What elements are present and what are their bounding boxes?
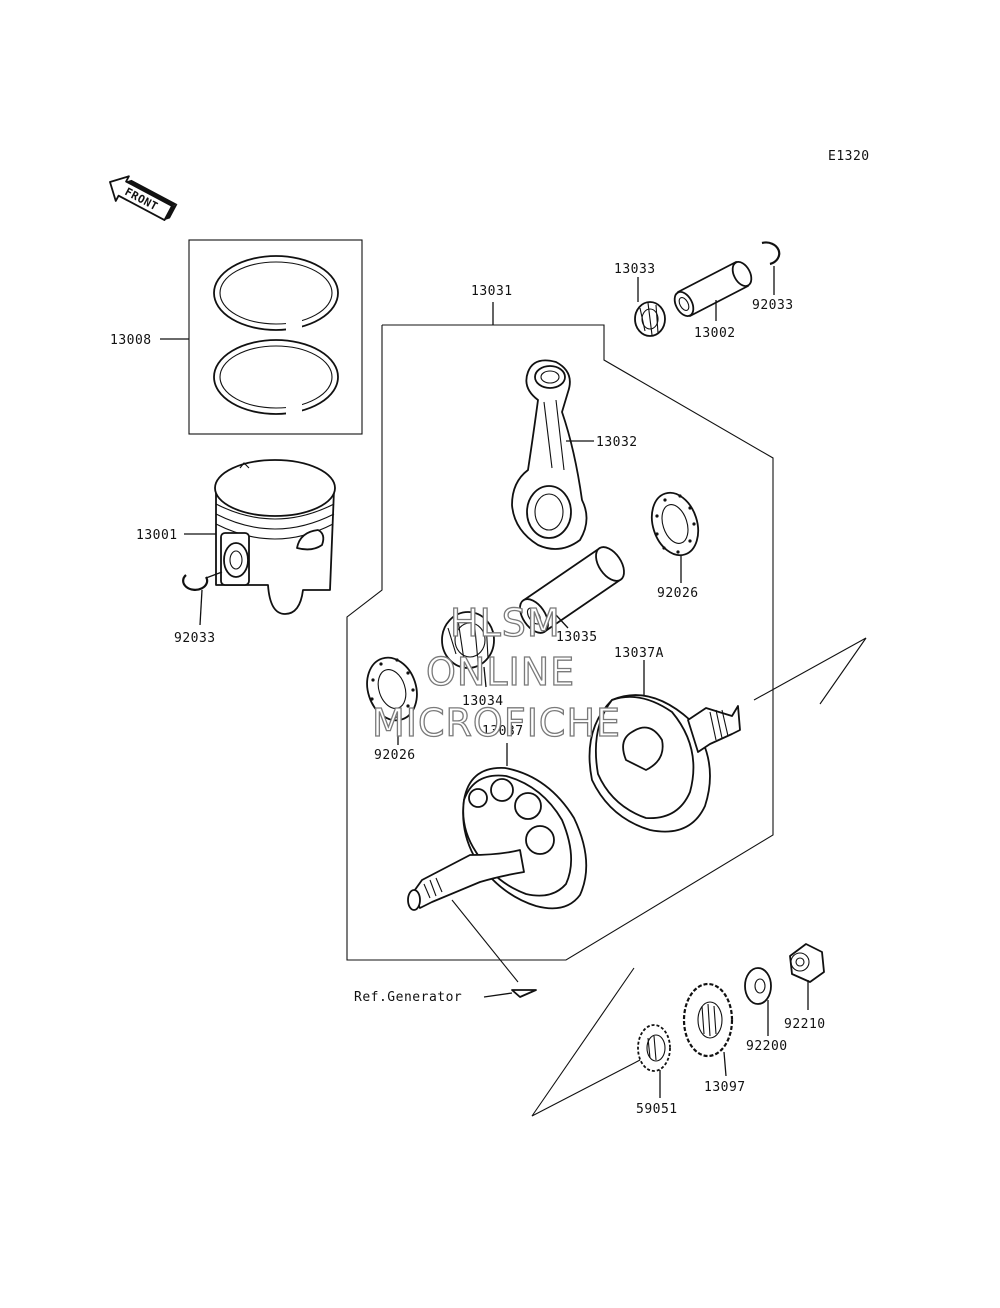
piston-pin-clip-right <box>761 241 781 266</box>
leader-13034 <box>483 666 487 688</box>
label-13001: 13001 <box>136 528 178 543</box>
watermark-line1: HLSM <box>450 601 561 645</box>
crankshaft-half-right <box>588 694 741 833</box>
piston-pin <box>673 261 753 317</box>
leader-13097 <box>723 1051 727 1077</box>
small-gear <box>637 1024 671 1072</box>
piston-pin-clip-left <box>182 574 209 591</box>
piston-ring-bottom <box>213 339 339 416</box>
label-92210: 92210 <box>784 1017 826 1032</box>
label-92033-left: 92033 <box>174 631 216 646</box>
watermark-line2: ONLINE <box>426 650 575 694</box>
label-13033: 13033 <box>614 262 656 277</box>
reference-line-right <box>753 637 867 705</box>
label-13002: 13002 <box>694 326 736 341</box>
front-arrow-icon: FRONT <box>109 175 178 221</box>
needle-bearing-big-end <box>441 611 495 669</box>
label-13032: 13032 <box>596 435 638 450</box>
watermark-line3: MICROFICHE <box>372 701 621 745</box>
leader-92033-left <box>199 589 203 626</box>
label-13031: 13031 <box>471 284 513 299</box>
label-13034: 13034 <box>462 694 504 709</box>
watermark: HLSM ONLINE MICROFICHE <box>371 600 621 745</box>
label-92026-left: 92026 <box>374 748 416 763</box>
label-13037A: 13037A <box>614 646 664 661</box>
flange-nut <box>789 943 825 983</box>
leader-13035 <box>555 614 569 629</box>
label-13097: 13097 <box>704 1080 746 1095</box>
crankshaft-assembly-frame <box>346 324 774 961</box>
diagram-code: E1320 <box>828 149 870 164</box>
label-92200: 92200 <box>746 1039 788 1054</box>
primary-drive-gear <box>682 982 734 1058</box>
thrust-washer-right <box>650 491 700 557</box>
reference-generator-label: Ref.Generator <box>354 990 462 1005</box>
label-59051: 59051 <box>636 1102 678 1117</box>
label-92033-right: 92033 <box>752 298 794 313</box>
generator-reference-marker <box>511 989 537 998</box>
reference-line-generator <box>451 899 519 983</box>
crankshaft-half-left <box>407 767 588 911</box>
label-92026-right: 92026 <box>657 586 699 601</box>
needle-bearing-small-end <box>634 301 666 337</box>
label-13008: 13008 <box>110 333 152 348</box>
washer <box>744 967 772 1005</box>
thrust-washer-left <box>366 656 418 722</box>
crank-pin <box>519 546 625 634</box>
label-13035: 13035 <box>556 630 598 645</box>
piston-ring-top <box>213 255 339 332</box>
piston <box>214 459 336 615</box>
label-13037: 13037 <box>482 724 524 739</box>
connecting-rod <box>511 359 588 550</box>
gear-group-guide <box>531 967 641 1117</box>
piston-ring-set-frame <box>188 239 363 435</box>
